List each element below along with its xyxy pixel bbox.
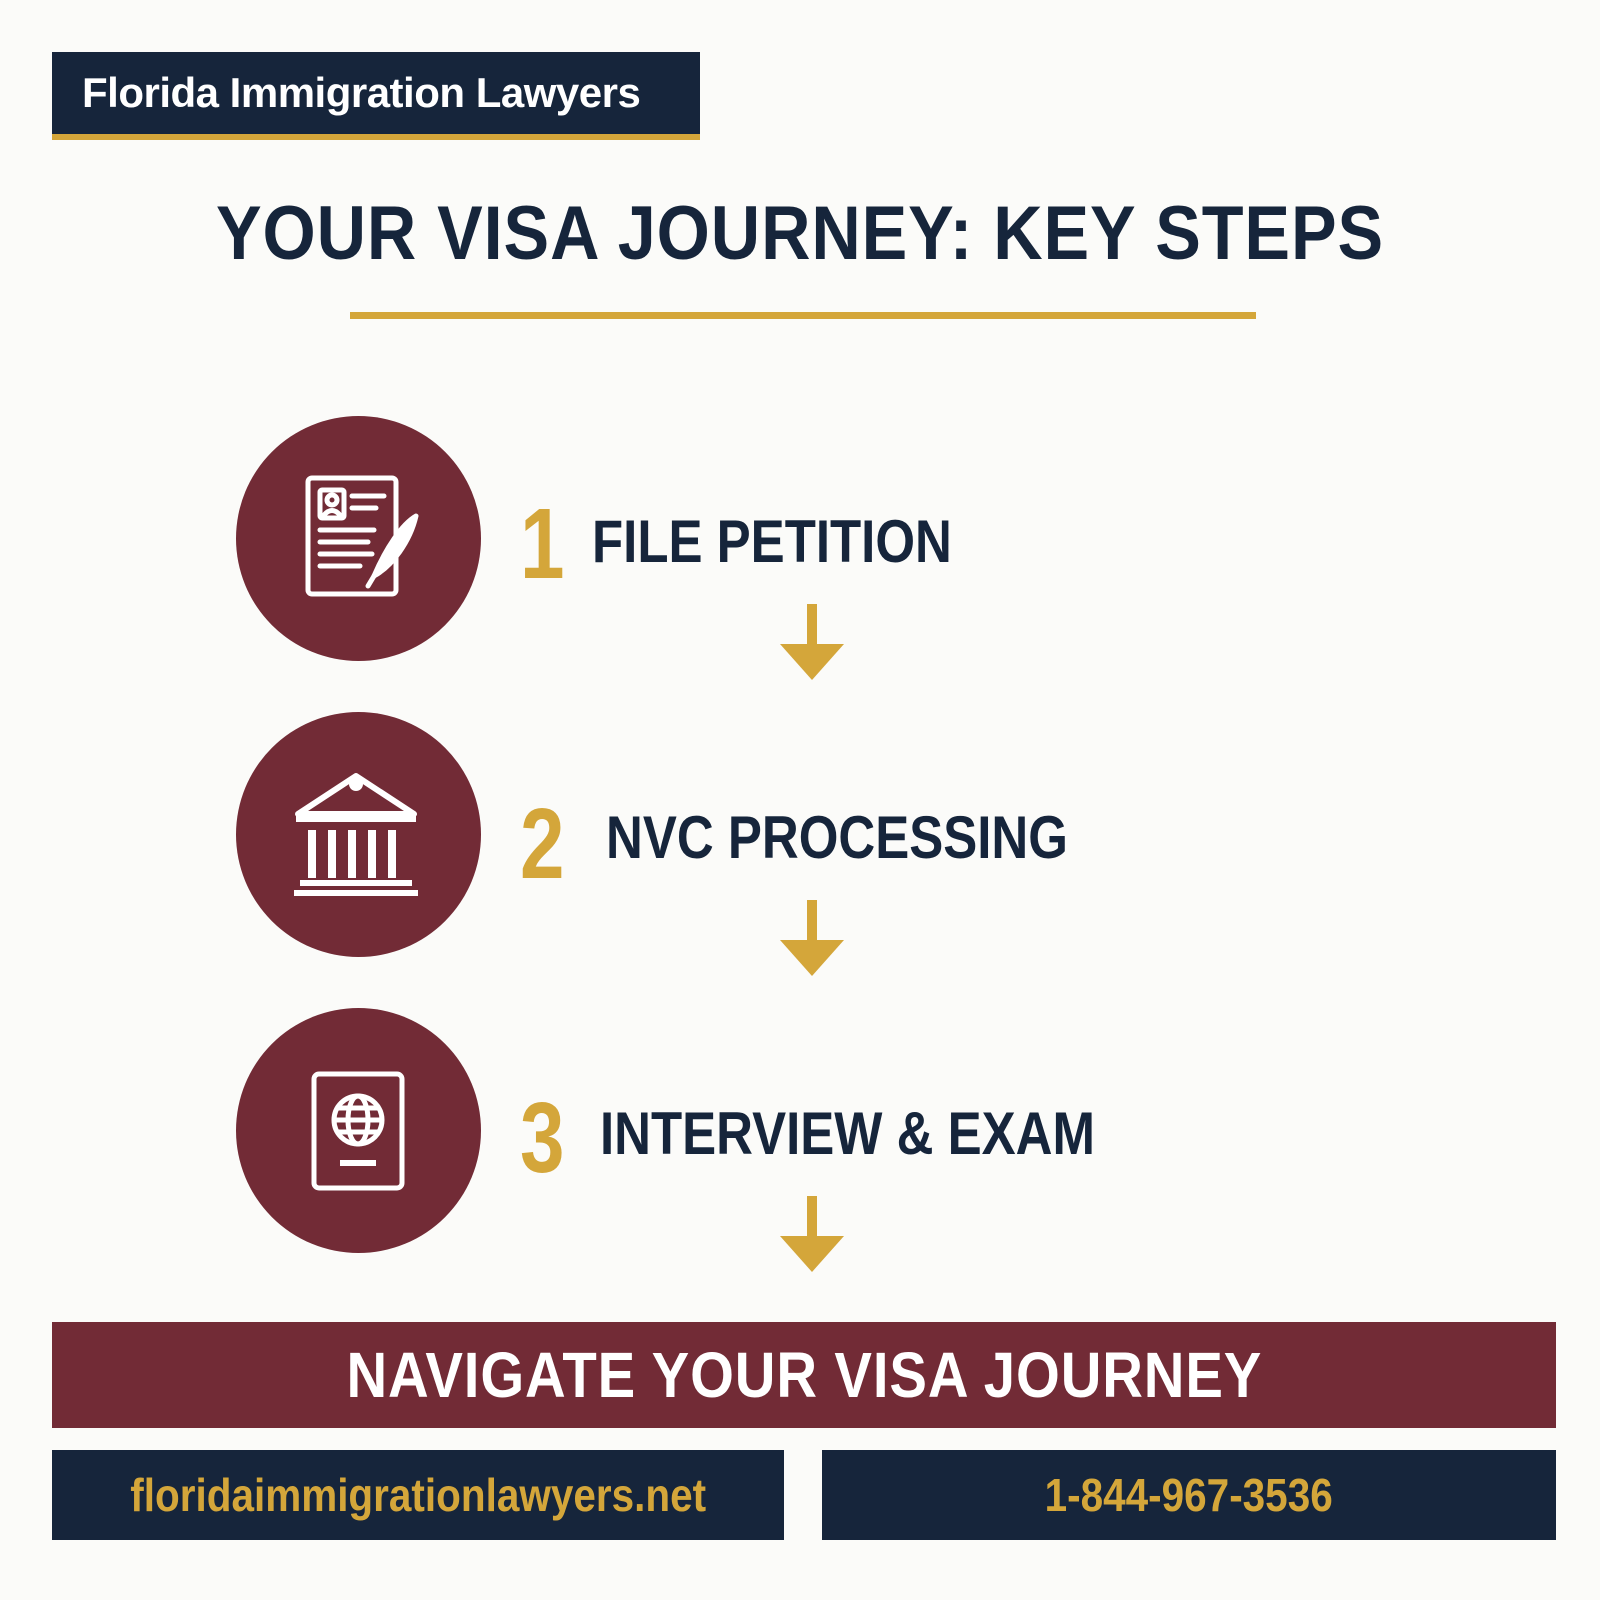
step-number: 1 xyxy=(520,488,565,600)
brand-name: Florida Immigration Lawyers xyxy=(82,69,641,116)
petition-document-quill-icon xyxy=(236,416,481,661)
government-building-icon xyxy=(236,712,481,957)
step-label: FILE PETITION xyxy=(592,508,952,575)
step-2: 2 NVC PROCESSING xyxy=(0,712,1600,962)
arrow-down-icon xyxy=(780,604,844,680)
step-1: 1 FILE PETITION xyxy=(0,416,1600,666)
website-link[interactable]: floridaimmigrationlawyers.net xyxy=(130,1469,706,1521)
brand-banner: Florida Immigration Lawyers xyxy=(52,52,700,140)
website-box[interactable]: floridaimmigrationlawyers.net xyxy=(52,1450,784,1540)
cta-text: NAVIGATE YOUR VISA JOURNEY xyxy=(346,1339,1262,1411)
page-title: YOUR VISA JOURNEY: KEY STEPS xyxy=(215,191,1385,276)
cta-banner: NAVIGATE YOUR VISA JOURNEY xyxy=(52,1322,1556,1428)
passport-icon xyxy=(236,1008,481,1253)
phone-number[interactable]: 1-844-967-3536 xyxy=(1044,1469,1334,1521)
phone-box[interactable]: 1-844-967-3536 xyxy=(822,1450,1556,1540)
step-number: 3 xyxy=(520,1082,565,1194)
arrow-down-icon xyxy=(780,1196,844,1272)
step-number: 2 xyxy=(520,788,565,900)
arrow-down-icon xyxy=(780,900,844,976)
title-underline xyxy=(350,312,1256,319)
step-3: 3 INTERVIEW & EXAM xyxy=(0,1008,1600,1258)
step-label: INTERVIEW & EXAM xyxy=(600,1100,1095,1167)
step-label: NVC PROCESSING xyxy=(606,804,1068,871)
